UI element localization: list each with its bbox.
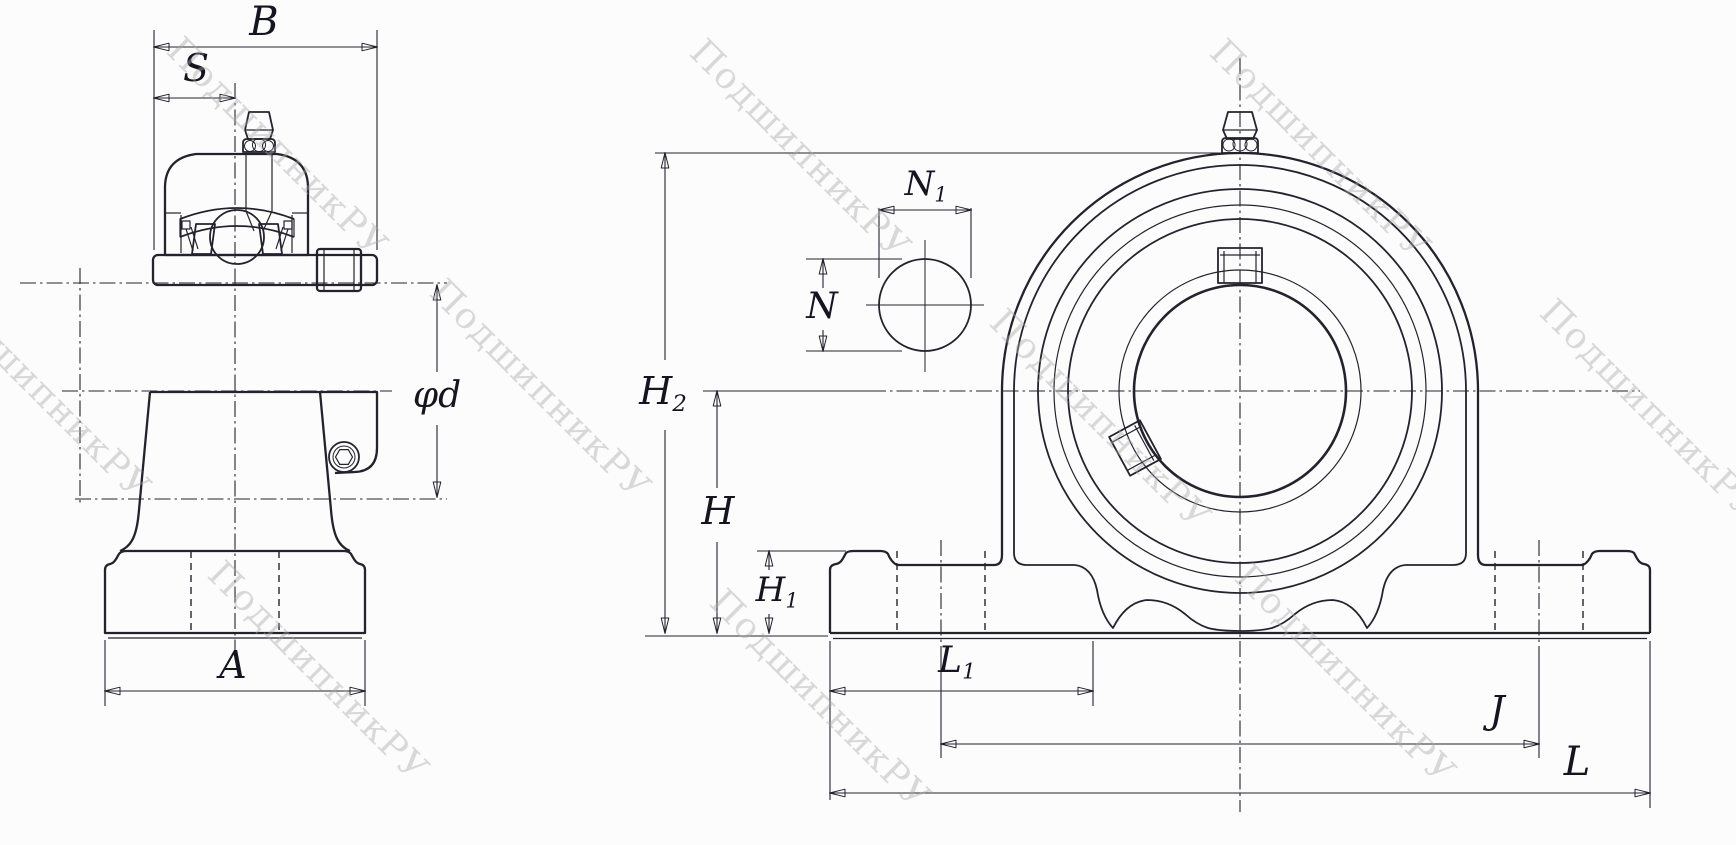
- dim-label-B: B: [249, 0, 279, 45]
- dim-label-N: N: [806, 285, 838, 327]
- dim-A: [104, 640, 366, 706]
- shaft-sleeve: [151, 247, 379, 293]
- dim-J: [940, 655, 1540, 758]
- dim-label-L1: L1: [938, 639, 976, 685]
- grease-fitting-icon: [242, 111, 276, 153]
- set-screw-top: [1217, 247, 1263, 284]
- dim-label-L: L: [1563, 738, 1591, 785]
- pedestal: [119, 390, 379, 553]
- dim-H2: [645, 152, 1222, 637]
- dim-label-S: S: [182, 46, 210, 91]
- dim-label-A: A: [219, 643, 247, 688]
- base-side: [103, 549, 367, 639]
- bearing-circles: [1037, 188, 1443, 594]
- front-centerlines: [703, 58, 1640, 812]
- base-front: [828, 540, 1652, 655]
- dim-label-phi-d: φd: [412, 374, 462, 416]
- bolt-hole-detail: [806, 205, 984, 372]
- side-view: [20, 30, 447, 706]
- dim-label-J: J: [1489, 688, 1505, 733]
- dim-B: [153, 30, 378, 250]
- dim-L: [829, 641, 1651, 808]
- dim-L1: [829, 641, 1094, 800]
- grease-fitting-front-icon: [1221, 111, 1259, 154]
- bearing-section: [163, 152, 310, 265]
- dim-H1: [757, 550, 846, 634]
- dim-label-H2: H2: [639, 369, 687, 418]
- dim-label-N1: N1: [904, 164, 948, 207]
- ball-icon: [209, 209, 265, 265]
- seal-left: [181, 220, 199, 252]
- collar: [315, 247, 363, 293]
- bore-circle: [1132, 283, 1348, 499]
- front-view: [645, 58, 1652, 812]
- set-screw-side: [1108, 419, 1162, 477]
- seal-right: [275, 220, 293, 252]
- dim-label-H1: H1: [755, 570, 799, 613]
- dim-label-H: H: [701, 489, 735, 534]
- hex-screw-icon: [328, 441, 360, 473]
